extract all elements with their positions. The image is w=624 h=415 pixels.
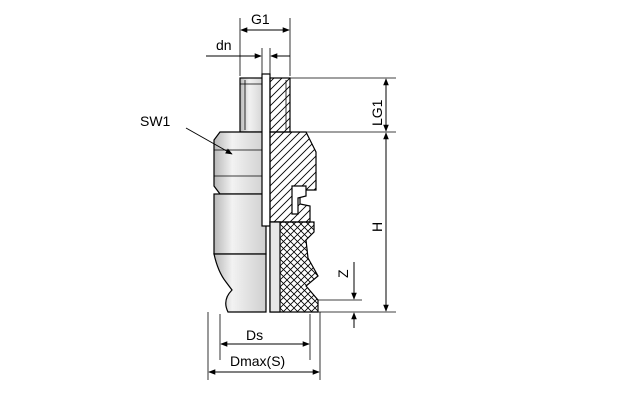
- bellows-section: [269, 221, 319, 313]
- lg1-dimension: LG1: [290, 77, 396, 133]
- z-dimension: Z: [318, 262, 362, 328]
- hex-nut-left: [213, 131, 267, 195]
- h-dimension: H: [318, 132, 396, 313]
- ds-dimension: Ds: [219, 314, 311, 360]
- g1-label: G1: [251, 11, 270, 27]
- ds-label: Ds: [246, 327, 263, 343]
- dmax-dimension: Dmax(S): [207, 312, 321, 380]
- sw1-label: SW1: [140, 113, 171, 129]
- body-left: [213, 193, 267, 255]
- lg1-label: LG1: [369, 99, 385, 126]
- body-section: [269, 131, 317, 223]
- bellows-left: [213, 253, 267, 313]
- dmax-label: Dmax(S): [230, 353, 285, 369]
- g1-dimension: G1: [239, 11, 291, 76]
- z-label: Z: [335, 269, 351, 278]
- center-bore: [261, 73, 271, 227]
- threaded-fitting-section: [269, 77, 291, 133]
- h-label: H: [369, 222, 385, 232]
- sw1-callout: SW1: [140, 113, 233, 155]
- dn-dimension: dn: [206, 37, 290, 74]
- dn-label: dn: [216, 37, 232, 53]
